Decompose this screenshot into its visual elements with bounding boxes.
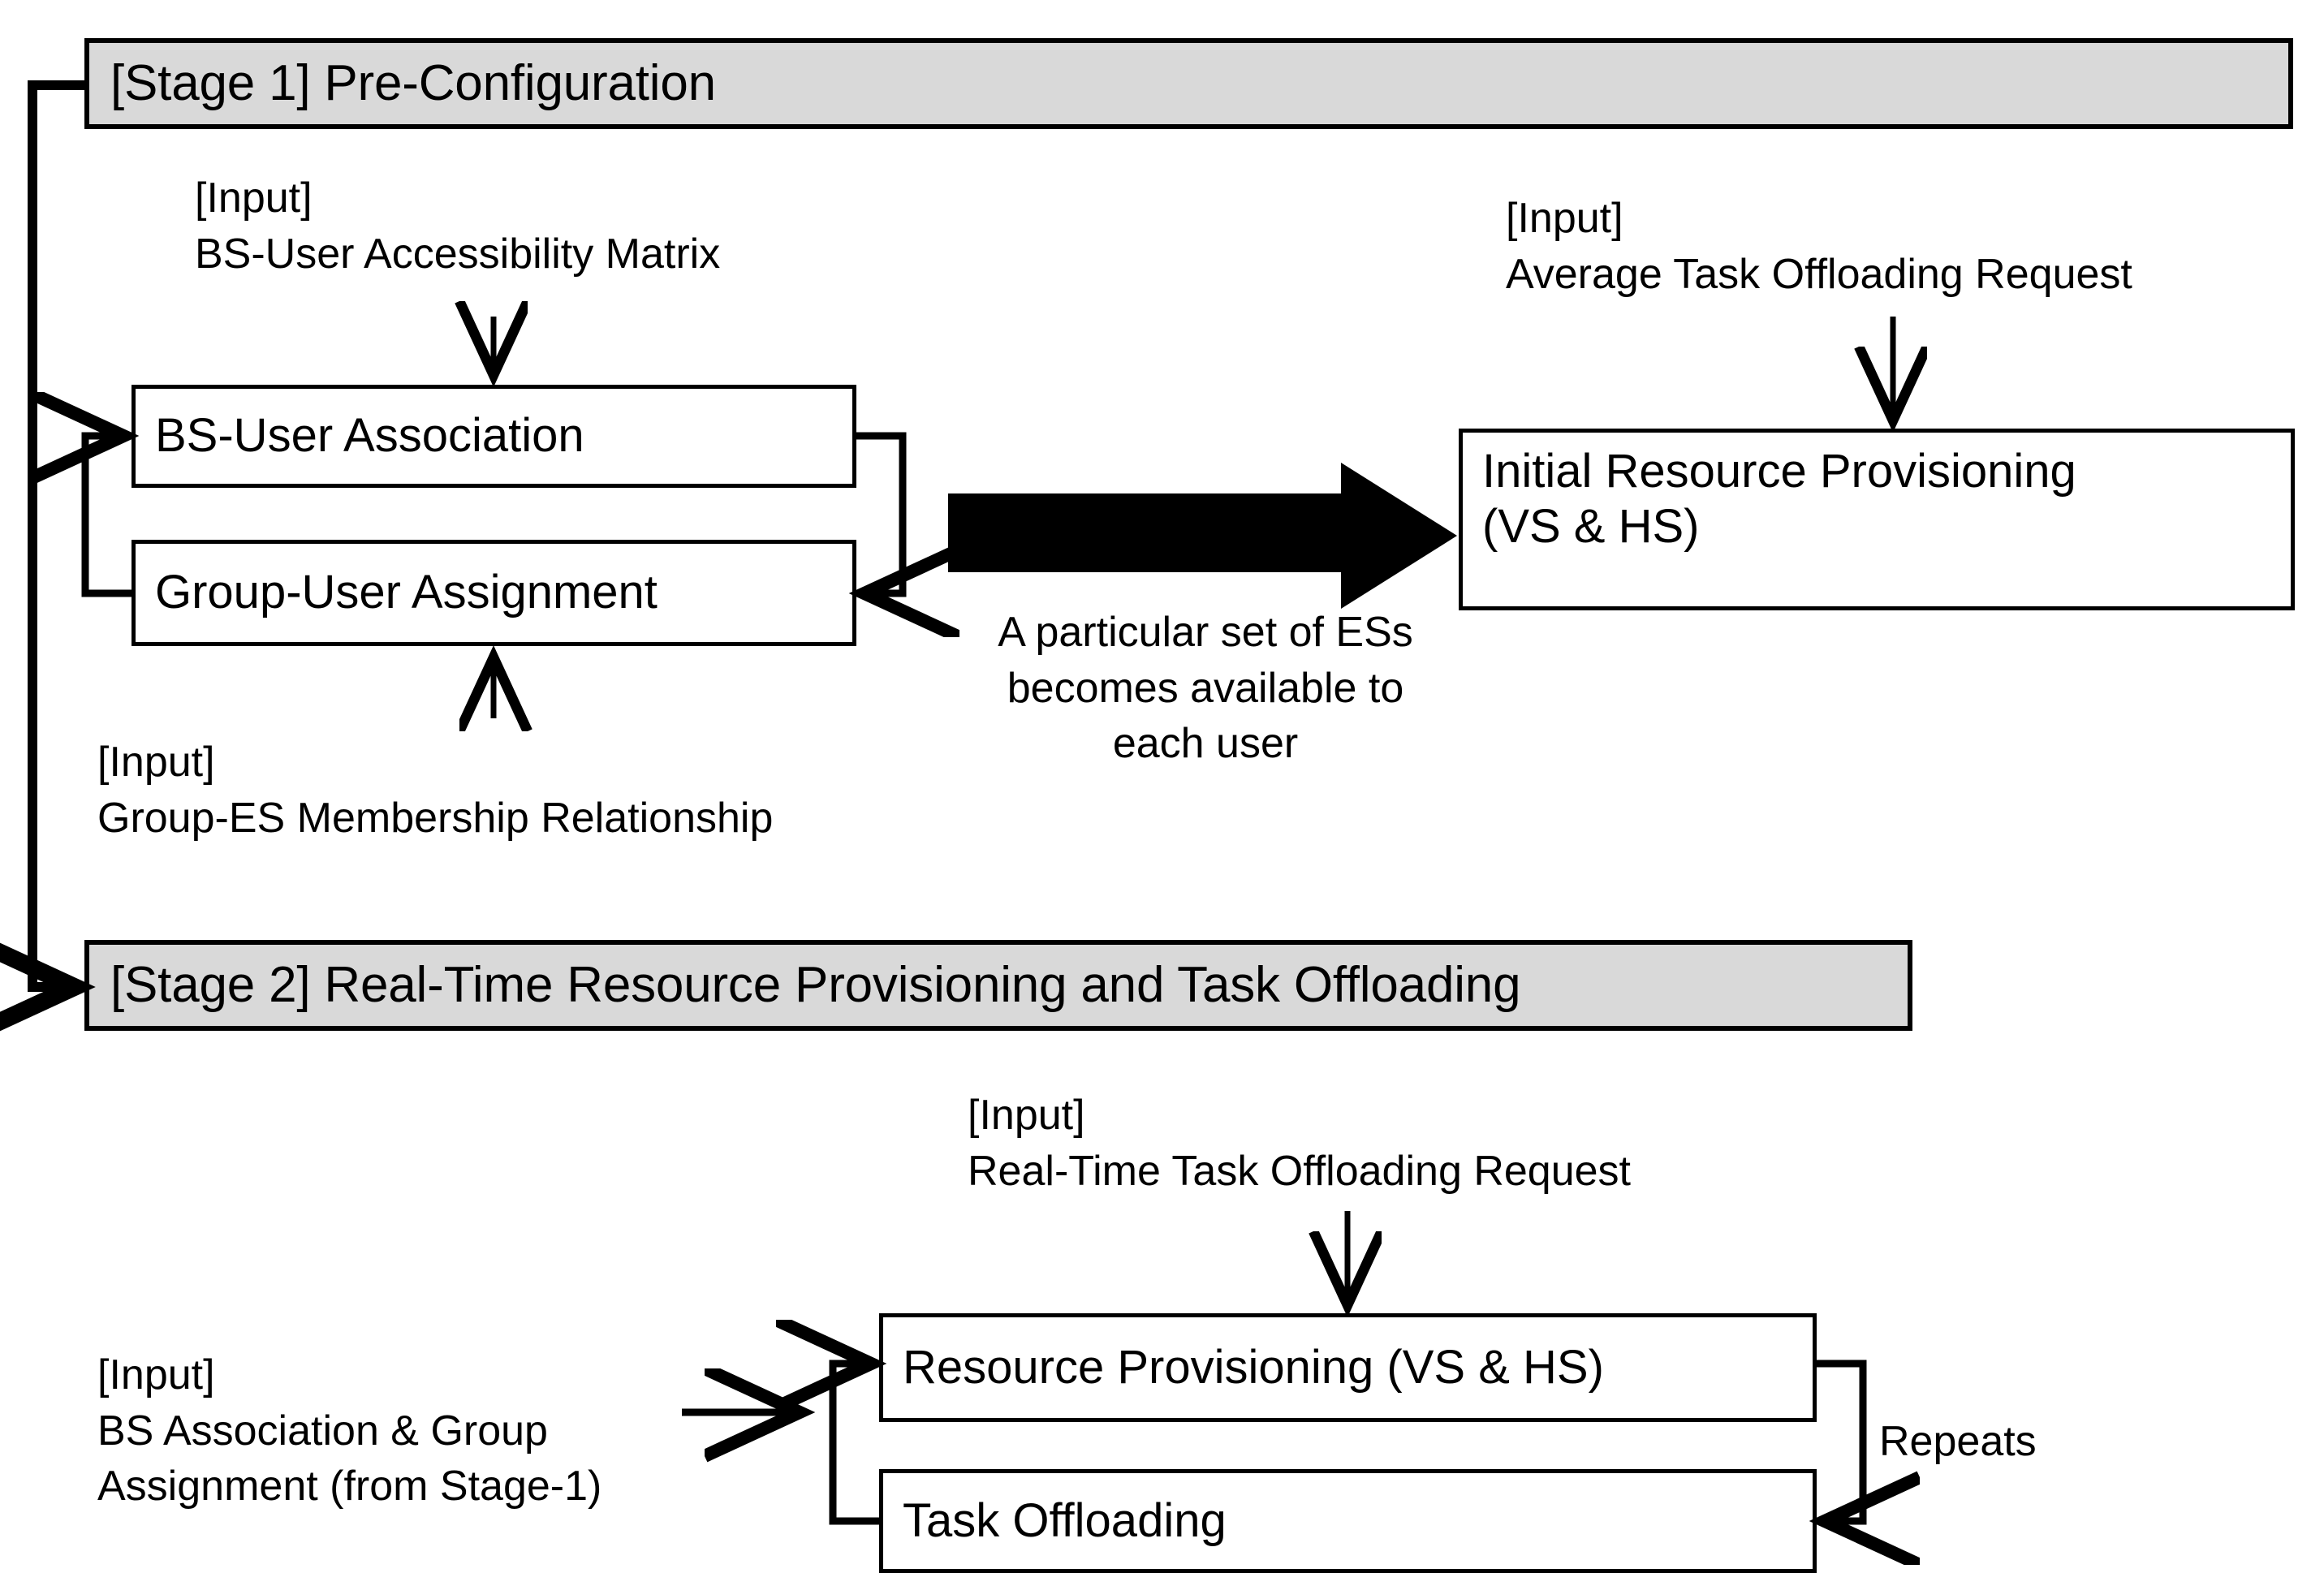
box-task-offloading-label: Task Offloading [903, 1493, 1227, 1547]
stage-1-title: [Stage 1] Pre-Configuration [110, 54, 716, 111]
loop-group-user-to-bs-user [85, 436, 132, 597]
box-initial-resource-provisioning-label: Initial Resource Provisioning (VS & HS) [1482, 445, 2076, 554]
big-transition-block-arrow [948, 463, 1457, 609]
stage-2-header: [Stage 2] Real-Time Resource Provisionin… [84, 940, 1912, 1031]
input-real-time-task-offloading-request: [Input] Real-Time Task Offloading Reques… [968, 1092, 1631, 1195]
box-resource-provisioning[interactable]: Resource Provisioning (VS & HS) [879, 1313, 1817, 1422]
loop-resource-provisioning-to-task-offloading [1817, 1360, 1863, 1521]
loop-task-offloading-to-resource-provisioning [833, 1364, 879, 1525]
loop-bs-user-to-group-user [856, 432, 903, 593]
box-bs-user-association[interactable]: BS-User Association [132, 385, 856, 488]
box-group-user-assignment-label: Group-User Assignment [155, 566, 658, 619]
input-bs-association-group-assignment: [Input] BS Association & Group Assignmen… [97, 1351, 602, 1511]
stage1-to-stage2-connector-arrow [32, 80, 84, 987]
stage-2-title: [Stage 2] Real-Time Resource Provisionin… [110, 956, 1521, 1013]
box-task-offloading[interactable]: Task Offloading [879, 1469, 1817, 1573]
loop-label-repeats: Repeats [1879, 1418, 2037, 1465]
box-resource-provisioning-label: Resource Provisioning (VS & HS) [903, 1340, 1604, 1394]
box-group-user-assignment[interactable]: Group-User Assignment [132, 540, 856, 646]
box-initial-resource-provisioning[interactable]: Initial Resource Provisioning (VS & HS) [1459, 429, 2295, 610]
box-bs-user-association-label: BS-User Association [155, 409, 584, 463]
stage-transition-caption: A particular set of ESs becomes availabl… [998, 609, 1413, 768]
input-bs-user-accessibility-matrix: [Input] BS-User Accessibility Matrix [195, 175, 721, 278]
input-group-es-membership-relationship: [Input] Group-ES Membership Relationship [97, 739, 774, 842]
input-average-task-offloading-request: [Input] Average Task Offloading Request [1506, 195, 2132, 298]
stage-1-header: [Stage 1] Pre-Configuration [84, 38, 2293, 129]
